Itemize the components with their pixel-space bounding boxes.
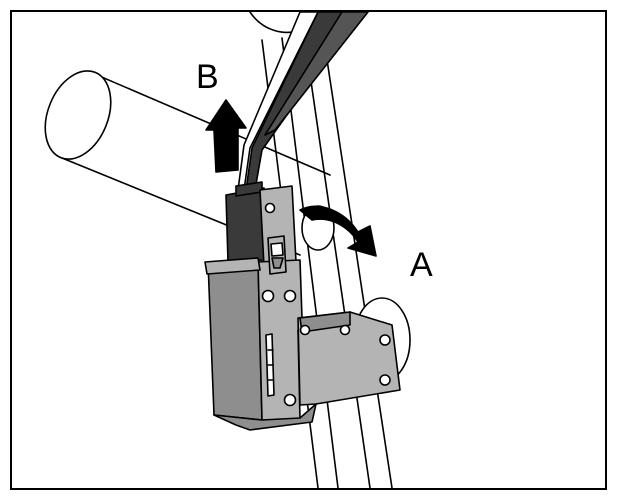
callout-label-a: A: [410, 246, 433, 284]
connector-body: [204, 181, 401, 431]
up-arrow-icon: [205, 99, 247, 173]
curved-arrow-icon: [299, 205, 377, 257]
callout-label-b: B: [196, 58, 219, 96]
